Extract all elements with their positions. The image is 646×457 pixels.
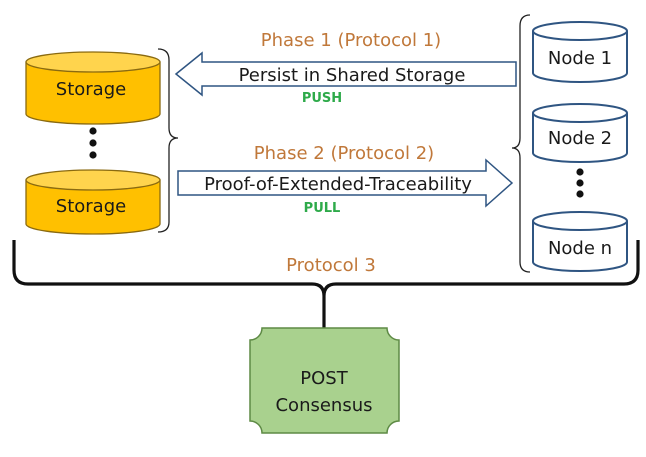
node-label-1: Node 1 xyxy=(548,48,612,69)
storage-label-2: Storage xyxy=(56,196,126,217)
storage-cylinder-1: Storage xyxy=(25,51,161,125)
node-group-brace xyxy=(511,14,531,273)
consensus-line1: POST xyxy=(300,368,348,389)
node-ellipsis-dots xyxy=(576,168,584,198)
protocol3-label: Protocol 3 xyxy=(286,255,376,276)
phase2-title: Phase 2 (Protocol 2) xyxy=(254,143,434,164)
protocol3-brace xyxy=(12,240,640,328)
node-cylinder-2: Node 2 xyxy=(532,103,628,163)
phase1-mode-label: PUSH xyxy=(302,91,342,106)
phase2-mode-label: PULL xyxy=(304,201,341,216)
node-cylinder-n: Node n xyxy=(532,211,628,272)
node-label-n: Node n xyxy=(548,238,612,259)
storage-ellipsis-dots xyxy=(89,127,97,159)
storage-cylinder-2: Storage xyxy=(25,169,161,235)
phase2-arrow-label: Proof-of-Extended-Traceability xyxy=(204,174,472,195)
phase2-pull-arrow xyxy=(177,158,514,208)
phase1-title: Phase 1 (Protocol 1) xyxy=(261,30,441,51)
node-label-2: Node 2 xyxy=(548,128,612,149)
phase1-arrow-label: Persist in Shared Storage xyxy=(239,65,466,86)
phase1-push-arrow xyxy=(174,51,517,97)
storage-label-1: Storage xyxy=(56,79,126,100)
node-cylinder-1: Node 1 xyxy=(532,21,628,83)
consensus-line2: Consensus xyxy=(275,395,372,416)
post-consensus-box xyxy=(249,327,400,434)
storage-group-brace xyxy=(157,48,179,233)
